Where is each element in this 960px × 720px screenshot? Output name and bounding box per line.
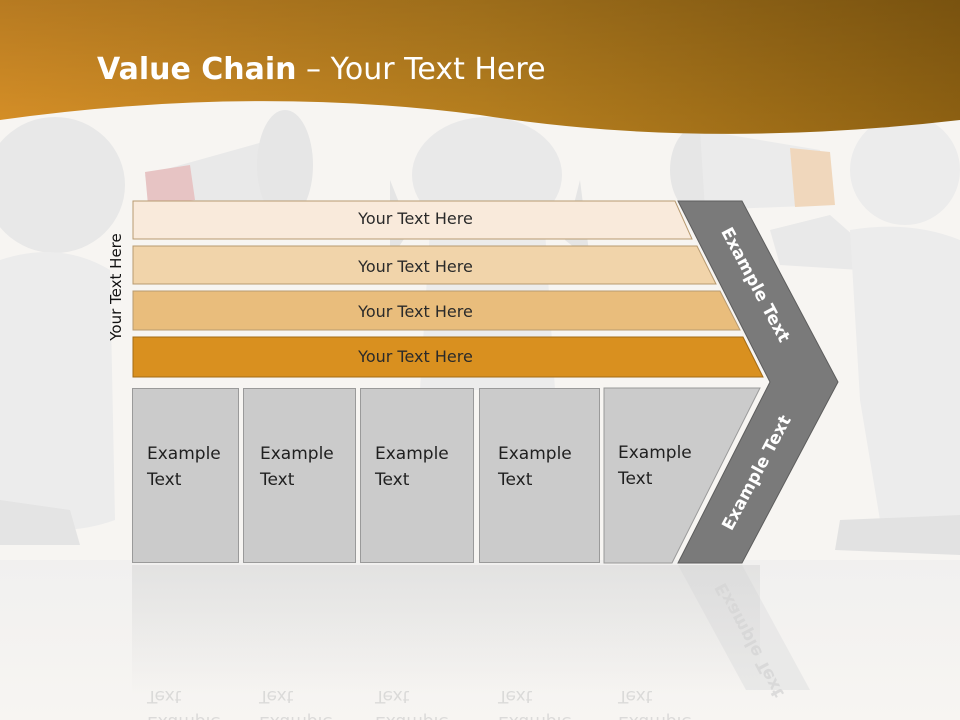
box-5-shape bbox=[603, 387, 761, 564]
box-4-line2: Text bbox=[498, 470, 533, 490]
bar-1 bbox=[132, 200, 693, 240]
bar-4 bbox=[132, 336, 764, 378]
chevron-reflection bbox=[678, 565, 810, 690]
bar-3 bbox=[132, 290, 741, 331]
box-1-line2: Text bbox=[147, 470, 182, 490]
box-1-line1: Example bbox=[147, 444, 221, 464]
box-2-line2: Text bbox=[260, 470, 295, 490]
boxes-reflection bbox=[132, 565, 760, 695]
header-band bbox=[0, 0, 960, 134]
box-3-line2: Text bbox=[375, 470, 410, 490]
box-5-line2: Text bbox=[618, 469, 653, 489]
bar-3-label: Your Text Here bbox=[358, 302, 473, 321]
box-4-line1: Example bbox=[498, 444, 572, 464]
bar-4-label: Your Text Here bbox=[358, 347, 473, 366]
bar-2 bbox=[132, 245, 717, 285]
title-bold: Value Chain bbox=[97, 52, 297, 87]
bar-1-label: Your Text Here bbox=[358, 209, 473, 228]
page-title: Value Chain – Your Text Here bbox=[97, 52, 546, 87]
box-5-line1: Example bbox=[618, 443, 692, 463]
title-rest: – Your Text Here bbox=[296, 52, 546, 87]
chevron-shape bbox=[677, 200, 839, 564]
bar-2-label: Your Text Here bbox=[358, 257, 473, 276]
box-2-line1: Example bbox=[260, 444, 334, 464]
box-3-line1: Example bbox=[375, 444, 449, 464]
